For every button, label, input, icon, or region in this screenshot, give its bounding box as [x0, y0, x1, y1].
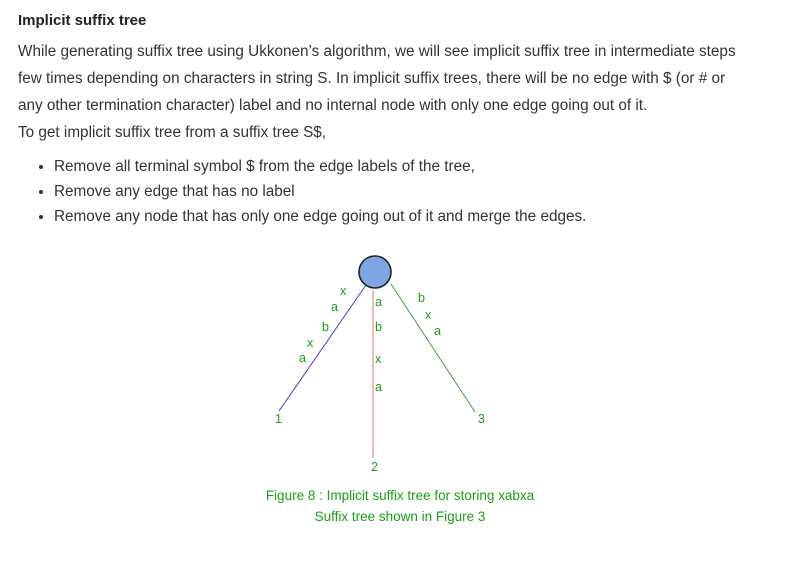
edge-label: x	[425, 308, 432, 322]
edge-label: b	[322, 320, 329, 334]
paragraph-line: While generating suffix tree using Ukkon…	[18, 43, 736, 60]
list-item: Remove all terminal symbol $ from the ed…	[54, 154, 586, 179]
intro-paragraph: While generating suffix tree using Ukkon…	[18, 38, 788, 146]
edge-label: x	[340, 284, 347, 298]
paragraph-line: any other termination character) label a…	[18, 97, 648, 114]
edge-left	[278, 284, 367, 412]
edge-label: x	[307, 336, 314, 350]
root-node	[358, 255, 392, 289]
leaf-label-2: 2	[371, 460, 378, 474]
section-heading: Implicit suffix tree	[18, 12, 147, 29]
leaf-label-3: 3	[478, 412, 485, 426]
figure-caption: Figure 8 : Implicit suffix tree for stor…	[265, 488, 535, 503]
leaf-label-1: 1	[275, 412, 282, 426]
list-item: Remove any node that has only one edge g…	[54, 204, 586, 229]
edge-label: b	[375, 320, 382, 334]
steps-list: Remove all terminal symbol $ from the ed…	[18, 154, 586, 229]
edge-label: x	[375, 352, 382, 366]
figure-subcaption: Suffix tree shown in Figure 3	[314, 509, 486, 524]
edge-label: b	[418, 291, 425, 305]
list-item: Remove any edge that has no label	[54, 179, 586, 204]
edge-label: a	[434, 324, 441, 338]
edge-label: a	[331, 300, 338, 314]
suffix-tree-figure: x a b x a a b x a b x a 1 2 3	[275, 255, 485, 474]
paragraph-line: few times depending on characters in str…	[18, 70, 726, 87]
edge-label: a	[299, 351, 306, 365]
paragraph-line: To get implicit suffix tree from a suffi…	[18, 124, 327, 141]
edge-label: a	[375, 295, 382, 309]
edge-label: a	[375, 380, 382, 394]
edge-right	[390, 283, 476, 413]
